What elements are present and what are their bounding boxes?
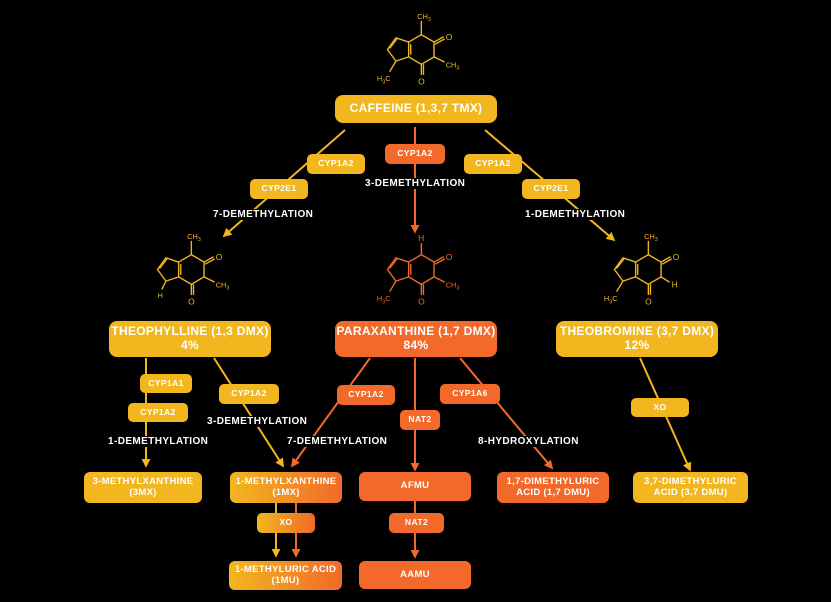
enzyme-cyp2e1-left: CYP2E1 <box>250 179 308 199</box>
svg-text:H: H <box>672 279 678 289</box>
svg-text:CH3: CH3 <box>446 280 460 291</box>
enzyme-nat2-bottom: NAT2 <box>389 513 444 533</box>
product-afmu: AFMU <box>359 472 471 501</box>
para-right-line <box>459 357 554 470</box>
enzyme-cyp2e1-right: CYP2E1 <box>522 179 580 199</box>
svg-text:H3C: H3C <box>377 74 391 85</box>
product-aamu: AAMU <box>359 561 471 589</box>
theophylline-label: THEOPHYLLINE (1,3 DMX) <box>111 324 269 339</box>
enzyme-para-nat2: NAT2 <box>400 410 440 430</box>
svg-text:O: O <box>446 252 453 262</box>
theo-right-line <box>213 357 284 468</box>
svg-text:O: O <box>188 296 195 306</box>
svg-text:CH3: CH3 <box>187 232 201 243</box>
theobromine-percent: 12% <box>624 338 650 352</box>
enzyme-para-cyp1a6: CYP1A6 <box>440 384 500 404</box>
enzyme-xo-right: XO <box>631 398 689 417</box>
svg-text:O: O <box>645 296 652 306</box>
svg-text:CH3: CH3 <box>216 280 230 291</box>
svg-text:O: O <box>216 252 223 262</box>
enzyme-cyp1a2-right: CYP1A2 <box>464 154 522 174</box>
svg-text:O: O <box>418 296 425 306</box>
reaction-caffeine-right: 1-DEMETHYLATION <box>522 209 629 220</box>
reaction-para-right: 8-HYDROXYLATION <box>475 436 582 447</box>
paraxanthine-structure-icon: H O O CH3 H3C <box>377 233 460 307</box>
theophylline-structure-icon: CH3 O O CH3 H <box>156 232 230 306</box>
enzyme-theo-cyp1a2-a: CYP1A2 <box>128 403 188 422</box>
paraxanthine-percent: 84% <box>403 338 429 352</box>
enzyme-cyp1a2-left: CYP1A2 <box>307 154 365 174</box>
product-3mx: 3-METHYLXANTHINE(3MX) <box>84 472 202 503</box>
enzyme-para-cyp1a2: CYP1A2 <box>337 385 395 405</box>
theobromine-label: THEOBROMINE (3,7 DMX) <box>559 324 715 339</box>
svg-text:O: O <box>673 252 680 262</box>
enzyme-xo-bottom: XO <box>257 513 315 533</box>
product-1mu: 1-METHYLURIC ACID(1MU) <box>229 561 342 590</box>
caffeine-label: CAFFEINE (1,3,7 TMX) <box>349 101 483 116</box>
svg-text:H3C: H3C <box>377 294 391 305</box>
paraxanthine-label: PARAXANTHINE (1,7 DMX) <box>336 324 496 339</box>
reaction-caffeine-center: 3-DEMETHYLATION <box>362 178 469 189</box>
svg-text:CH3: CH3 <box>446 60 460 71</box>
reaction-para-left: 7-DEMETHYLATION <box>284 436 391 447</box>
caffeine-structure-icon: CH3 O O CH3 H3C <box>377 12 460 87</box>
reaction-caffeine-left: 7-DEMETHYLATION <box>210 209 317 220</box>
svg-text:H: H <box>418 233 424 243</box>
theophylline-percent: 4% <box>181 338 199 352</box>
svg-text:CH3: CH3 <box>644 232 658 243</box>
enzyme-theo-cyp1a2-b: CYP1A2 <box>219 384 279 404</box>
enzyme-theo-cyp1a1: CYP1A1 <box>140 374 192 393</box>
theobromine-node: THEOBROMINE (3,7 DMX) 12% <box>556 321 718 357</box>
reaction-theo-right: 3-DEMETHYLATION <box>204 416 311 427</box>
paraxanthine-node: PARAXANTHINE (1,7 DMX) 84% <box>335 321 497 357</box>
enzyme-cyp1a2-center: CYP1A2 <box>385 144 445 164</box>
theobromine-structure-icon: CH3 O O H H3C <box>604 232 680 307</box>
para-left-line <box>290 357 371 468</box>
theophylline-node: THEOPHYLLINE (1,3 DMX) 4% <box>109 321 271 357</box>
svg-text:O: O <box>418 76 425 86</box>
product-1mx: 1-METHYLXANTHINE(1MX) <box>230 472 342 503</box>
svg-text:H: H <box>157 291 162 300</box>
caffeine-node: CAFFEINE (1,3,7 TMX) <box>335 95 497 123</box>
svg-text:CH3: CH3 <box>417 12 431 23</box>
svg-text:O: O <box>446 32 453 42</box>
reaction-theo-left: 1-DEMETHYLATION <box>105 436 212 447</box>
svg-text:H3C: H3C <box>604 294 618 305</box>
